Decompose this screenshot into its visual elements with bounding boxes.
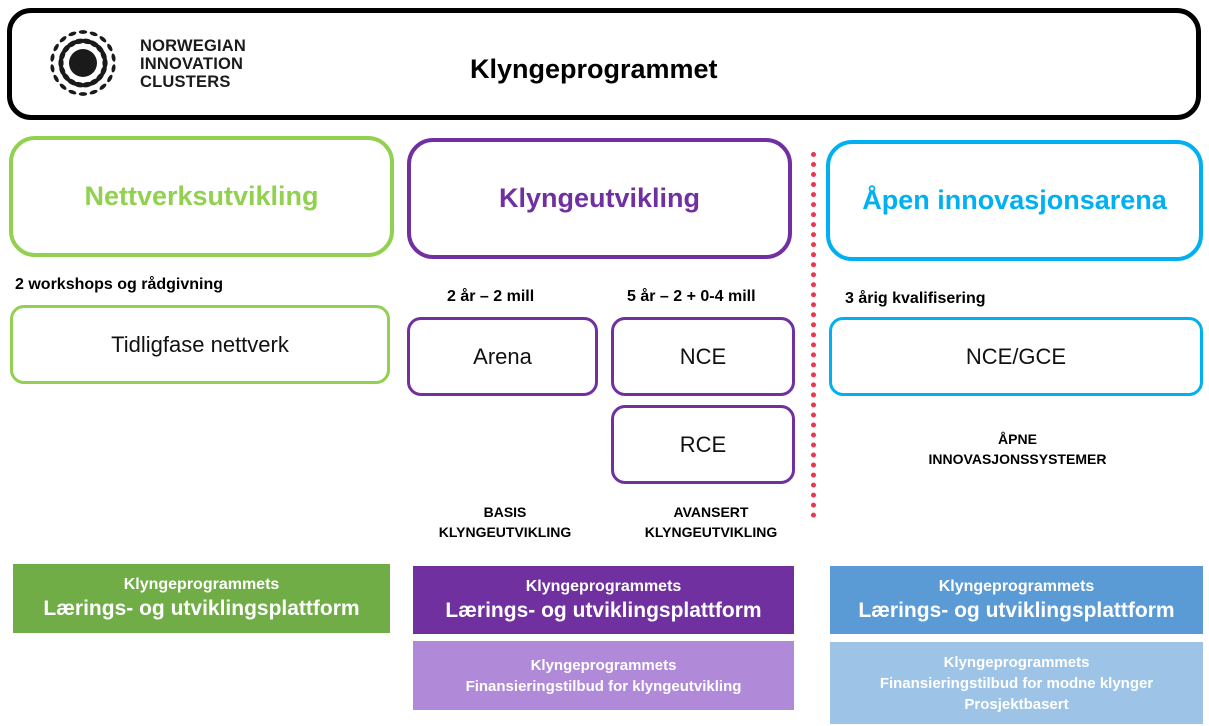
platform-line-1: Klyngeprogrammets: [123, 576, 280, 593]
open-subtitle: 3 årig kvalifisering: [845, 290, 986, 307]
logo-petal: [50, 64, 55, 73]
box-nce: NCE: [611, 317, 795, 396]
logo-petal: [53, 74, 59, 83]
learning-platform-open: Klyngeprogrammets Lærings- og utviklings…: [830, 566, 1203, 634]
open-systems-label-line-2: INNOVASJONSSYSTEMER: [928, 451, 1107, 467]
logo-petal: [99, 36, 107, 43]
open-systems-label-line-1: ÅPNE: [998, 431, 1037, 447]
section-divider: [811, 152, 816, 518]
category-network-development: Nettverksutvikling: [9, 136, 394, 257]
financing-line-3: Prosjektbasert: [964, 695, 1069, 713]
basis-label: BASIS KLYNGEUTVIKLING: [420, 502, 590, 542]
advanced-label-line-1: AVANSERT: [673, 504, 749, 520]
logo-petal: [100, 50, 107, 61]
financing-line-2: Finansieringstilbud for klyngeutvikling: [465, 677, 742, 695]
advanced-label-line-2: KLYNGEUTVIKLING: [644, 524, 778, 540]
logo-petal: [50, 53, 55, 62]
logo-petal: [68, 89, 77, 95]
logo-petal: [59, 36, 67, 43]
box-nce-gce: NCE/GCE: [829, 317, 1203, 396]
platform-line-2: Lærings- og utviklingsplattform: [43, 597, 360, 620]
basis-subtitle: 2 år – 2 mill: [447, 288, 535, 305]
logo-petal: [111, 53, 116, 62]
logo-petal: [102, 57, 108, 69]
logo-wordmark: NORWEGIAN INNOVATION CLUSTERS: [140, 37, 246, 91]
logo-line-1: NORWEGIAN: [140, 37, 246, 55]
learning-platform-network: Klyngeprogrammets Lærings- og utviklings…: [13, 564, 390, 633]
platform-line-1: Klyngeprogrammets: [938, 577, 1095, 595]
category-open-innovation-arena: Åpen innovasjonsarena: [826, 140, 1203, 261]
norwegian-innovation-clusters-logo: [50, 30, 116, 96]
basis-label-line-2: KLYNGEUTVIKLING: [438, 524, 572, 540]
logo-petal: [78, 30, 88, 34]
header-banner: [7, 8, 1201, 120]
logo-petal: [58, 57, 64, 69]
logo-petal: [53, 43, 59, 52]
financing-offer-open: Klyngeprogrammets Finansieringstilbud fo…: [830, 642, 1203, 724]
logo-petal: [111, 64, 116, 73]
logo-line-3: CLUSTERS: [140, 73, 231, 91]
learning-platform-cluster: Klyngeprogrammets Lærings- og utviklings…: [413, 566, 794, 634]
logo-petal: [99, 83, 107, 90]
platform-line-2: Lærings- og utviklingsplattform: [445, 598, 762, 622]
logo-petal: [78, 92, 88, 96]
logo-petal: [68, 31, 77, 37]
financing-line-2: Finansieringstilbud for modne klynger: [879, 674, 1154, 692]
logo-petal: [107, 43, 113, 52]
box-rce: RCE: [611, 405, 795, 484]
basis-label-line-1: BASIS: [483, 504, 527, 520]
logo-petal: [107, 74, 113, 83]
logo-core: [69, 49, 97, 77]
logo-petal: [59, 83, 67, 90]
advanced-subtitle: 5 år – 2 + 0-4 mill: [627, 288, 756, 305]
logo-line-2: INNOVATION: [140, 55, 244, 73]
open-systems-label: ÅPNE INNOVASJONSSYSTEMER: [880, 429, 1155, 469]
box-early-phase-network: Tidligfase nettverk: [10, 305, 390, 384]
financing-line-1: Klyngeprogrammets: [530, 656, 677, 674]
box-arena: Arena: [407, 317, 598, 396]
financing-offer-cluster: Klyngeprogrammets Finansieringstilbud fo…: [413, 641, 794, 710]
network-subtitle: 2 workshops og rådgivning: [15, 276, 224, 293]
logo-petal: [89, 89, 98, 95]
platform-line-1: Klyngeprogrammets: [525, 577, 682, 595]
platform-line-2: Lærings- og utviklingsplattform: [858, 598, 1175, 622]
logo-petal: [89, 31, 98, 37]
category-cluster-development: Klyngeutvikling: [407, 138, 792, 259]
financing-line-1: Klyngeprogrammets: [943, 653, 1090, 671]
advanced-label: AVANSERT KLYNGEUTVIKLING: [622, 502, 800, 542]
page-title: Klyngeprogrammet: [470, 54, 718, 84]
